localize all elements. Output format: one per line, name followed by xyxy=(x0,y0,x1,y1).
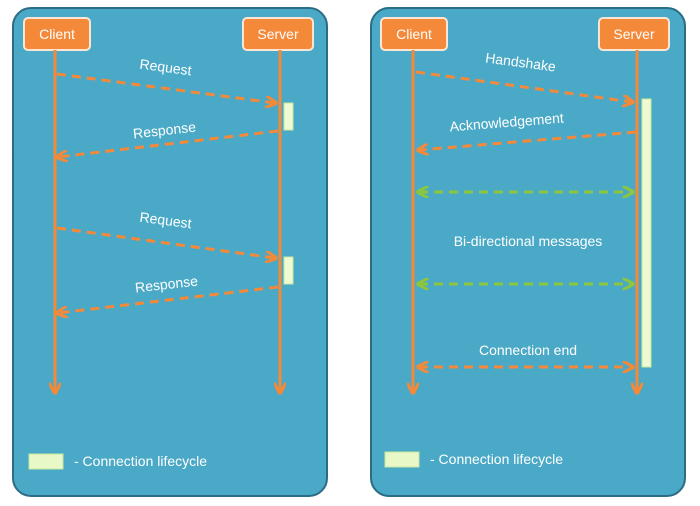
http-response-2-arrow xyxy=(58,285,279,313)
websocket-panel: Client Server Handshake Acknowledgement … xyxy=(370,7,686,497)
ws-handshake-arrow xyxy=(415,70,632,102)
http-panel: Client Server Request Response Request R… xyxy=(12,7,328,497)
http-request-2-label: Request xyxy=(139,209,193,232)
http-request-1-label: Request xyxy=(139,56,193,79)
http-response-1-label: Response xyxy=(132,118,197,141)
http-panel-background xyxy=(12,7,328,497)
websocket-panel-background xyxy=(370,7,686,497)
ws-connection-end-label: Connection end xyxy=(479,342,577,358)
ws-legend-swatch xyxy=(384,451,420,468)
ws-legend-text: - Connection lifecycle xyxy=(430,451,563,467)
http-server-box xyxy=(242,17,314,51)
http-response-1-arrow xyxy=(58,129,279,157)
http-response-2-label: Response xyxy=(134,272,199,295)
http-legend-text: - Connection lifecycle xyxy=(74,453,207,469)
ws-client-label: Client xyxy=(396,26,432,42)
http-request-1-arrow xyxy=(56,72,275,103)
ws-server-box xyxy=(598,17,670,51)
http-request-2-arrow xyxy=(56,226,275,258)
http-lifecycle-bar-2 xyxy=(283,256,294,285)
http-legend-swatch xyxy=(28,453,64,470)
ws-lifecycle-bar xyxy=(641,98,652,368)
http-client-label: Client xyxy=(39,26,75,42)
ws-server-label: Server xyxy=(613,26,655,42)
http-lifecycle-bar-1 xyxy=(283,102,294,131)
ws-bidirectional-label: Bi-directional messages xyxy=(454,233,603,249)
http-client-box xyxy=(23,17,91,51)
http-server-label: Server xyxy=(257,26,299,42)
ws-acknowledgement-arrow xyxy=(419,130,637,150)
